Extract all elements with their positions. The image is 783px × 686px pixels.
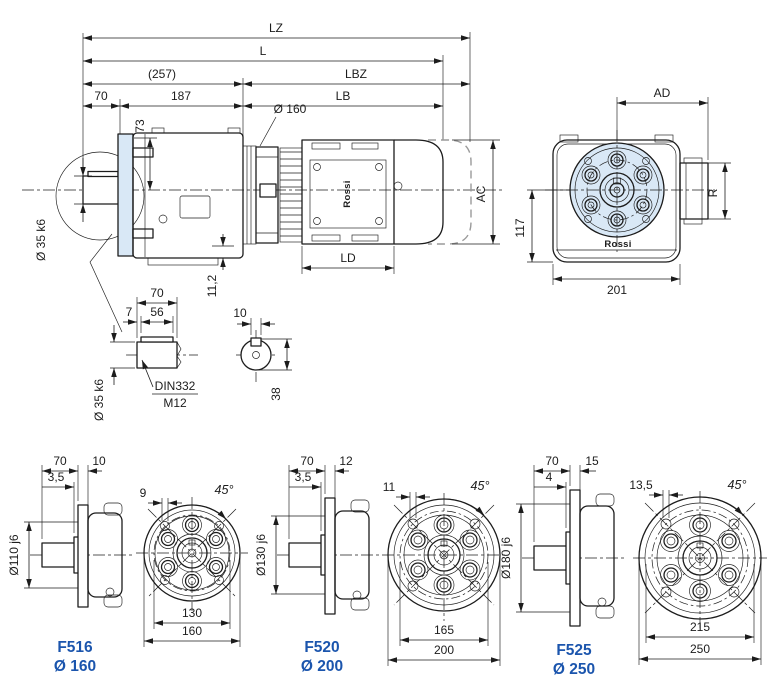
terminal-box <box>679 162 709 220</box>
dim-key-offset: 7 <box>126 305 133 319</box>
dim-key-width: 10 <box>233 306 247 320</box>
f525-code: F525 <box>556 642 592 659</box>
dim-shaft-dia: Ø 35 k6 <box>34 219 48 261</box>
f516-front-view: 45° 9 130 160 <box>136 483 248 647</box>
label-m12: M12 <box>163 396 187 410</box>
f516-code: F516 <box>57 639 93 656</box>
f516-dim-outer: 160 <box>182 624 202 638</box>
side-view-extension-lines <box>82 32 471 255</box>
dim-201: 201 <box>607 283 627 297</box>
side-view-dimensions <box>83 35 470 109</box>
gearbox-housing: 73 11,2 <box>117 119 257 297</box>
f525-dim-70: 70 <box>545 454 559 468</box>
side-view: LZ L (257) LBZ 70 187 LB Ø 160 Ø 35 k6 <box>22 21 505 333</box>
dim-73: 73 <box>133 119 147 133</box>
f520-dim-bolt-circle: 165 <box>434 623 454 637</box>
f516-dim-spigot: Ø110 j6 <box>7 534 21 575</box>
f525-dim-4: 4 <box>546 470 553 484</box>
f520-dim-70: 70 <box>300 454 314 468</box>
f525-dim-15: 15 <box>585 454 599 468</box>
motor: Rossi LD AC <box>255 139 500 274</box>
flange-f525: 70 15 4 Ø180 j6 <box>499 454 767 678</box>
f516-dim-10: 10 <box>92 454 106 468</box>
f520-dim-45: 45° <box>471 479 490 493</box>
f525-dim-45: 45° <box>728 478 747 492</box>
f525-bore: Ø 250 <box>553 661 595 678</box>
dim-shaft-detail-dia: Ø 35 k6 <box>92 379 106 421</box>
key-cross-section: 10 38 <box>233 306 292 401</box>
dim-257: (257) <box>148 67 176 81</box>
f525-dim-spigot: Ø180 j6 <box>499 537 513 579</box>
dim-117: 117 <box>513 218 527 237</box>
rossi-logo-rear: Rossi <box>604 239 631 250</box>
dim-11-2: 11,2 <box>205 274 219 297</box>
f516-bore: Ø 160 <box>54 658 96 675</box>
f520-front-view: 45° 11 165 200 <box>382 479 506 666</box>
oil-plug <box>158 214 168 224</box>
dim-shaft-70: 70 <box>150 286 164 300</box>
label-din332: DIN332 <box>155 379 196 393</box>
nameplate <box>179 195 211 219</box>
dim-70: 70 <box>94 89 108 103</box>
f525-dim-hole: 13,5 <box>629 478 653 492</box>
extended-motor-outline <box>428 139 472 245</box>
dim-ad: AD <box>654 86 671 100</box>
dim-ac: AC <box>474 185 488 202</box>
motor-frame <box>301 139 395 245</box>
output-flange-highlight <box>117 133 134 257</box>
rear-view: Rossi AD R 117 201 <box>513 86 731 297</box>
f520-dim-spigot: Ø130 j6 <box>254 534 268 576</box>
dim-r: R <box>706 188 720 197</box>
detail-leader <box>89 233 123 333</box>
dim-187: 187 <box>171 89 191 103</box>
output-shaft: Ø 35 k6 <box>34 151 145 333</box>
f520-bore: Ø 200 <box>301 658 343 675</box>
flange-f520: 70 12 3,5 Ø130 j6 <box>254 454 506 675</box>
shaft-end-detail: 70 7 56 Ø 35 k6 DIN332 M12 <box>92 286 198 421</box>
motor-end-bell <box>394 139 444 245</box>
f525-dim-bolt-circle: 215 <box>690 620 710 634</box>
f516-dim-45: 45° <box>215 483 234 497</box>
f525-front-view: 45° 13,5 215 250 <box>629 478 767 665</box>
detail-balloon <box>55 151 145 241</box>
f520-code: F520 <box>304 639 339 656</box>
f525-side-view: 70 15 4 Ø180 j6 <box>499 454 624 627</box>
f520-dim-12: 12 <box>339 454 353 468</box>
f520-dim-hole: 11 <box>383 480 396 494</box>
f525-dim-outer: 250 <box>690 642 710 656</box>
rossi-logo-motor: Rossi <box>342 180 353 207</box>
f520-dim-outer: 200 <box>434 643 454 657</box>
f520-dim-3-5: 3,5 <box>295 470 312 484</box>
dim-lbz: LBZ <box>345 67 367 81</box>
f516-dim-70: 70 <box>53 454 67 468</box>
f516-dim-bolt-circle: 130 <box>182 606 202 620</box>
motor-flange <box>255 146 279 244</box>
motor-fins <box>279 147 303 243</box>
dim-lz: LZ <box>269 21 283 35</box>
motor-panel <box>309 159 387 229</box>
dim-key-height: 38 <box>269 387 283 401</box>
dim-key-length: 56 <box>150 305 164 319</box>
f516-dim-3-5: 3,5 <box>48 470 65 484</box>
flange-f516: 70 10 3,5 Ø110 j6 <box>7 454 248 675</box>
dim-lb: LB <box>336 89 351 103</box>
f516-side-view: 70 10 3,5 Ø110 j6 <box>7 454 132 608</box>
dim-ld: LD <box>340 251 356 265</box>
dim-l: L <box>260 44 267 58</box>
dim-motor-flange-dia: Ø 160 <box>274 102 307 116</box>
f520-side-view: 70 12 3,5 Ø130 j6 <box>254 454 379 615</box>
f516-dim-hole: 9 <box>140 486 147 500</box>
